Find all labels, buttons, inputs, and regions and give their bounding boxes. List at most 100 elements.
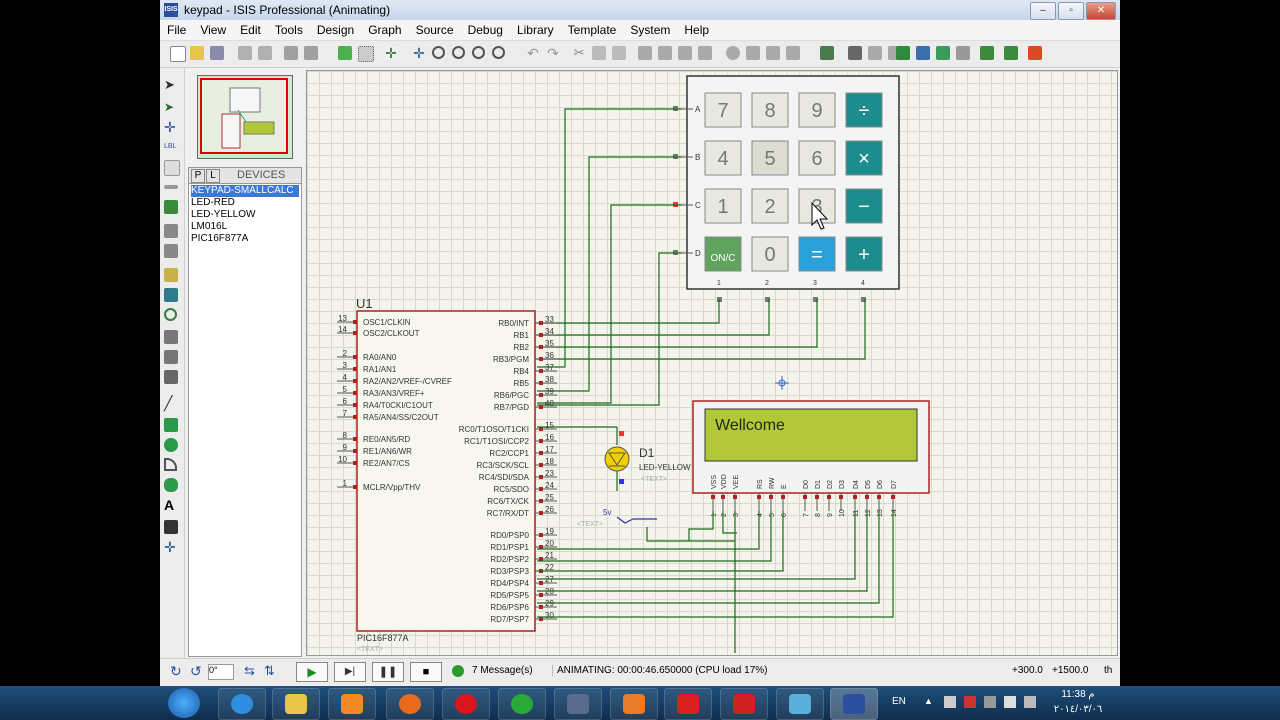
block-move-icon[interactable] xyxy=(658,46,672,60)
component-mode-icon[interactable]: ➤ xyxy=(164,100,175,114)
export-icon[interactable] xyxy=(258,46,272,60)
keypad-key[interactable]: 4 xyxy=(704,140,742,176)
taskbar-firefox[interactable] xyxy=(386,688,434,720)
bill-of-materials-icon[interactable] xyxy=(916,46,930,60)
start-button[interactable] xyxy=(168,688,200,718)
isis-help-icon[interactable] xyxy=(1028,46,1042,60)
text-script-icon[interactable] xyxy=(164,160,180,176)
tray-monitor-icon[interactable] xyxy=(984,696,996,708)
pick-device-button[interactable]: P xyxy=(191,169,205,183)
keypad-key[interactable]: 5 xyxy=(751,140,789,176)
led-d1[interactable]: D1 LED-YELLOW <TEXT> xyxy=(537,426,691,491)
device-item[interactable]: KEYPAD-SMALLCALC xyxy=(191,185,299,197)
overview-viewport[interactable] xyxy=(200,78,288,154)
menu-library[interactable]: Library xyxy=(516,23,554,37)
redo-icon[interactable]: ↷ xyxy=(547,45,559,61)
zoom-in-icon[interactable] xyxy=(432,46,445,59)
keypad-key[interactable]: 9 xyxy=(798,92,836,128)
clock-date[interactable]: ٢٠١٤/٠٣/٠٦ xyxy=(1053,704,1103,715)
circle-icon[interactable] xyxy=(164,438,178,452)
paste-icon[interactable] xyxy=(612,46,626,60)
search-tag-icon[interactable] xyxy=(820,46,834,60)
keypad-key[interactable]: ON/C xyxy=(704,236,742,272)
power-terminal[interactable]: 5v <TEXT> xyxy=(577,508,657,528)
electrical-check-icon[interactable] xyxy=(936,46,950,60)
taskbar-record[interactable] xyxy=(720,688,768,720)
tray-arrow-icon[interactable]: ▲ xyxy=(924,696,933,706)
block-rotate-icon[interactable] xyxy=(678,46,692,60)
open-folder-icon[interactable] xyxy=(190,46,204,60)
stop-button[interactable]: ■ xyxy=(410,662,442,682)
block-delete-icon[interactable] xyxy=(698,46,712,60)
generator-icon[interactable] xyxy=(164,308,177,321)
menu-source[interactable]: Source xyxy=(415,23,454,37)
import-icon[interactable] xyxy=(238,46,252,60)
keypad-key[interactable]: + xyxy=(845,236,883,272)
menu-edit[interactable]: Edit xyxy=(240,23,261,37)
language-indicator[interactable]: EN xyxy=(892,696,906,707)
netlist-icon[interactable] xyxy=(896,46,910,60)
line-icon[interactable]: ╱ xyxy=(164,395,173,411)
refresh-icon[interactable] xyxy=(338,46,352,60)
menu-debug[interactable]: Debug xyxy=(467,23,503,37)
marker-icon[interactable]: ✛ xyxy=(164,539,176,555)
overview-window[interactable] xyxy=(197,75,293,159)
cut-icon[interactable]: ✂ xyxy=(573,45,585,60)
keypad-key[interactable]: 2 xyxy=(751,188,789,224)
menu-template[interactable]: Template xyxy=(567,23,617,37)
tray-speaker-icon[interactable] xyxy=(1024,696,1036,708)
taskbar-opera[interactable] xyxy=(442,688,490,720)
menu-help[interactable]: Help xyxy=(684,23,710,37)
print-area-icon[interactable] xyxy=(304,46,318,60)
tray-flag-icon[interactable] xyxy=(964,696,976,708)
save-icon[interactable] xyxy=(210,46,224,60)
print-icon[interactable] xyxy=(284,46,298,60)
keypad-key[interactable]: = xyxy=(798,236,836,272)
device-item[interactable]: LED-RED xyxy=(191,197,235,208)
mcu-body[interactable] xyxy=(356,310,536,632)
copy-icon[interactable] xyxy=(592,46,606,60)
selection-mode-icon[interactable]: ➤ xyxy=(164,77,175,92)
grid-icon[interactable] xyxy=(358,46,374,62)
zoom-all-icon[interactable] xyxy=(472,46,485,59)
block-copy-icon[interactable] xyxy=(638,46,652,60)
device-item[interactable]: LED-YELLOW xyxy=(191,209,256,220)
maximize-button[interactable]: ▫ xyxy=(1058,2,1084,20)
keypad-key[interactable]: × xyxy=(845,140,883,176)
wire-label-icon[interactable]: LBL xyxy=(164,143,177,150)
minimize-button[interactable]: – xyxy=(1030,2,1056,20)
device-pins-icon[interactable] xyxy=(164,244,178,258)
design-explorer-icon[interactable] xyxy=(1004,46,1018,60)
pause-button[interactable]: ❚❚ xyxy=(372,662,404,682)
tray-network-icon[interactable] xyxy=(944,696,956,708)
keypad-key[interactable]: 0 xyxy=(751,236,789,272)
terminals-icon[interactable] xyxy=(164,224,178,238)
pan-icon[interactable]: ✛ xyxy=(413,45,425,61)
arc-icon[interactable] xyxy=(164,458,177,471)
tray-volume-icon[interactable] xyxy=(1004,696,1016,708)
junction-dot-icon[interactable]: ✛ xyxy=(164,119,176,135)
new-sheet-icon[interactable] xyxy=(868,46,882,60)
ares-icon[interactable] xyxy=(980,46,994,60)
undo-icon[interactable]: ↶ xyxy=(527,45,539,61)
library-manager-button[interactable]: L xyxy=(206,169,220,183)
taskbar-app-green[interactable] xyxy=(498,688,546,720)
menu-file[interactable]: File xyxy=(167,23,187,37)
make-device-icon[interactable] xyxy=(746,46,760,60)
clock-time[interactable]: 11:38 م xyxy=(1061,689,1095,700)
menu-graph[interactable]: Graph xyxy=(368,23,402,37)
keypad-key[interactable]: ÷ xyxy=(845,92,883,128)
taskbar-explorer[interactable] xyxy=(272,688,320,720)
zoom-area-icon[interactable] xyxy=(492,46,505,59)
keypad-key[interactable]: 1 xyxy=(704,188,742,224)
taskbar-app-orange[interactable] xyxy=(610,688,658,720)
voltage-probe-icon[interactable] xyxy=(164,330,178,344)
origin-icon[interactable]: ✛ xyxy=(384,45,398,61)
rotate-ccw-icon[interactable]: ↺ xyxy=(190,663,202,679)
device-item[interactable]: LM016L xyxy=(191,221,228,232)
symbol-icon[interactable] xyxy=(164,520,178,534)
mirror-y-icon[interactable]: ⇅ xyxy=(264,663,275,678)
taskbar-media[interactable] xyxy=(328,688,376,720)
keypad-key[interactable]: 6 xyxy=(798,140,836,176)
